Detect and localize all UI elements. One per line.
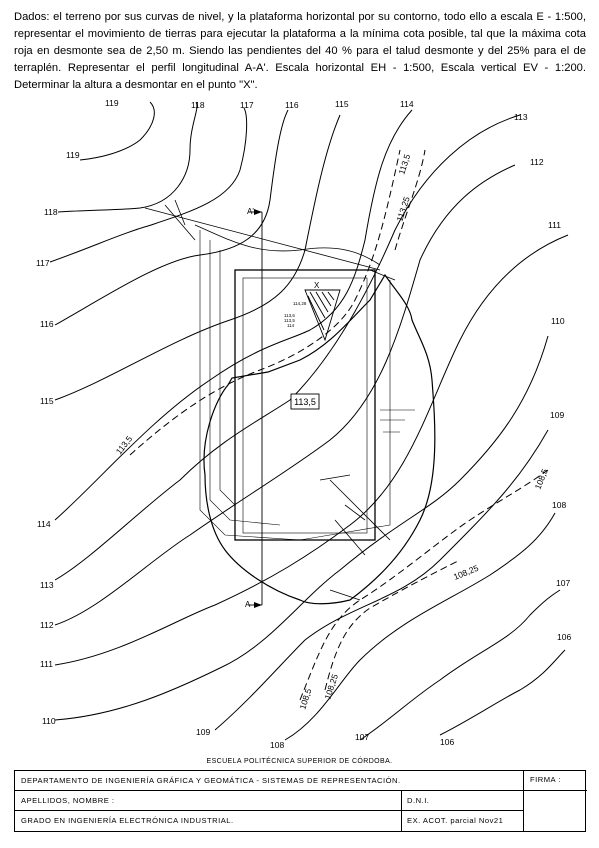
contour-106 — [439, 649, 566, 736]
label-109-a: 109 — [550, 410, 564, 420]
label-108-25-bottom: 108,25 — [322, 673, 340, 701]
degree-label: GRADO EN INGENIERÍA ELECTRÓNICA INDUSTRI… — [21, 816, 234, 825]
divider-firma — [523, 771, 524, 831]
contour-116 — [54, 109, 289, 326]
hatched-triangle — [304, 289, 341, 342]
label-115-a: 115 — [335, 99, 349, 109]
label-112-b: 112 — [40, 620, 54, 630]
slope-offset-top — [199, 230, 391, 541]
diagonal-bottom-right — [329, 589, 361, 601]
contour-114 — [54, 109, 413, 521]
name-field-label: APELLIDOS, NOMBRE : — [21, 796, 115, 805]
diagonal-4 — [334, 519, 366, 556]
section-label-a-prime: A' — [247, 207, 254, 216]
slope-offset-3 — [219, 250, 236, 506]
label-116-a: 116 — [285, 100, 299, 110]
diagonal-2 — [319, 474, 351, 481]
label-107-a: 107 — [556, 578, 570, 588]
label-111-b: 111 — [40, 659, 53, 669]
label-109-b: 109 — [196, 727, 210, 737]
contour-118 — [57, 101, 198, 213]
label-112-a: 112 — [530, 157, 544, 167]
section-label-a: A — [245, 600, 251, 609]
label-111-a: 111 — [548, 220, 561, 230]
crest-curve — [194, 224, 381, 266]
arrowhead-bottom — [254, 602, 262, 608]
dashed-contour-113-5 — [129, 149, 401, 456]
annotation-3: 113,5 — [284, 318, 295, 323]
dni-field-label: D.N.I. — [407, 796, 430, 805]
title-row-department: DEPARTAMENTO DE INGENIERÍA GRÁFICA Y GEO… — [15, 771, 587, 791]
annotation-2: 113,6 — [284, 313, 295, 318]
label-108-5-right: 108,5 — [533, 467, 550, 491]
earthwork-boundary — [203, 273, 436, 605]
label-117-b: 117 — [36, 258, 50, 268]
contour-117 — [49, 107, 248, 263]
label-117-a: 117 — [240, 100, 254, 110]
label-113-b: 113 — [40, 580, 54, 590]
divider-dni — [401, 791, 402, 831]
label-119-a: 119 — [105, 98, 119, 108]
label-108-25-mid: 108,25 — [452, 563, 480, 582]
platform-elevation: 113,5 — [294, 397, 316, 407]
platform-inner — [242, 277, 368, 534]
annotation-1: 114,28 — [293, 301, 307, 306]
label-113-5-left: 113,5 — [114, 434, 135, 457]
title-block: DEPARTAMENTO DE INGENIERÍA GRÁFICA Y GEO… — [14, 770, 587, 832]
label-118-a: 118 — [191, 100, 205, 110]
diagonal-3 — [344, 504, 366, 521]
dashed-contour-113-25 — [394, 149, 426, 251]
department-label: DEPARTAMENTO DE INGENIERÍA GRÁFICA Y GEO… — [21, 776, 401, 785]
label-113-a: 113 — [514, 112, 528, 122]
label-108-b: 108 — [270, 740, 284, 750]
exam-label: EX. ACOT. parcial Nov21 — [407, 816, 504, 825]
contour-113 — [54, 114, 521, 581]
contour-112 — [54, 164, 516, 626]
signature-label: FIRMA : — [524, 771, 561, 789]
top-right-line — [369, 269, 396, 281]
platform-outline — [234, 269, 376, 541]
label-108-a: 108 — [552, 500, 566, 510]
contour-115 — [54, 114, 341, 401]
label-107-b: 107 — [355, 732, 369, 742]
dashed-contour-108-25 — [324, 559, 461, 691]
label-114-b: 114 — [37, 519, 51, 529]
construction-line-1 — [144, 207, 381, 271]
point-x-label: X — [314, 281, 320, 290]
label-106-b: 106 — [440, 737, 454, 747]
construction-line-3 — [174, 199, 186, 226]
title-row-name: APELLIDOS, NOMBRE : D.N.I. — [15, 791, 523, 811]
platform-label-box — [290, 393, 320, 410]
label-110-a: 110 — [551, 316, 565, 326]
dashed-contour-108-5 — [299, 469, 549, 701]
label-110-b: 110 — [42, 716, 56, 726]
label-119-b: 119 — [66, 150, 80, 160]
arrowhead-top — [254, 209, 262, 215]
label-115-b: 115 — [40, 396, 54, 406]
label-113-5-top: 113,5 — [396, 153, 412, 176]
contour-108 — [284, 512, 556, 741]
annotation-4: 114 — [287, 323, 295, 328]
contour-109 — [214, 429, 549, 731]
contour-111 — [54, 234, 569, 666]
label-118-b: 118 — [44, 207, 58, 217]
contour-107 — [359, 589, 561, 741]
label-114-a: 114 — [400, 99, 414, 109]
label-106-a: 106 — [557, 632, 571, 642]
problem-statement: Dados: el terreno por sus curvas de nive… — [14, 11, 586, 91]
construction-line-2 — [164, 204, 196, 241]
label-113-25-top: 113,25 — [394, 195, 411, 222]
slope-offset-2 — [209, 240, 281, 526]
label-116-b: 116 — [40, 319, 54, 329]
diagonal-1 — [329, 479, 391, 541]
contour-119 — [79, 101, 155, 161]
contour-110 — [54, 335, 549, 721]
title-row-degree: GRADO EN INGENIERÍA ELECTRÓNICA INDUSTRI… — [15, 811, 523, 831]
school-name: ESCUELA POLITÉCNICA SUPERIOR DE CÓRDOBA. — [206, 758, 393, 765]
label-108-5-bottom: 108,5 — [297, 687, 313, 711]
